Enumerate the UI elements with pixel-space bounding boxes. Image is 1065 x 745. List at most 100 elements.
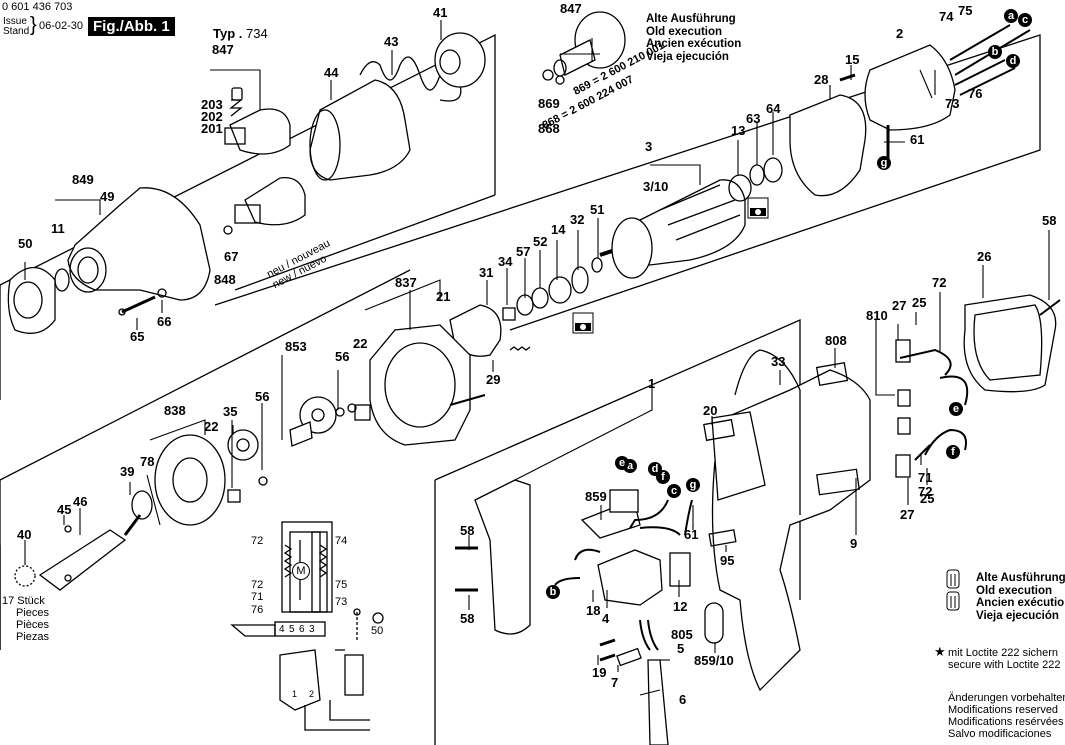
modifications-de: Änderungen vorbehalten bbox=[948, 692, 1065, 704]
callout-label: 39 bbox=[120, 464, 135, 479]
note-line-es: Vieja ejecución bbox=[976, 609, 1059, 622]
callout-label: 27 bbox=[900, 507, 915, 522]
note-line-de: Alte Ausführung bbox=[646, 13, 736, 25]
bearing-symbol-icon bbox=[572, 197, 769, 334]
wire-marker-f: f bbox=[656, 470, 670, 484]
callout-label: 43 bbox=[384, 34, 399, 49]
callout-label: 49 bbox=[100, 189, 115, 204]
callout-label: 12 bbox=[673, 599, 688, 614]
callout-label: 22 bbox=[204, 419, 219, 434]
pieces-fr: Pièces bbox=[16, 619, 50, 631]
schematic-label: 72 bbox=[251, 535, 264, 547]
callout-label: 73 bbox=[945, 96, 960, 111]
nose-housing bbox=[67, 187, 211, 301]
pieces-de: 17 Stück bbox=[2, 595, 45, 607]
group-frame-upper-right bbox=[234, 194, 496, 291]
brace: } bbox=[30, 14, 37, 36]
note-line-en: Old execution bbox=[646, 25, 723, 38]
callout-label: 46 bbox=[73, 494, 88, 509]
modifications-note: Änderungen vorbehalten Modifications res… bbox=[948, 692, 1065, 740]
stand-label: Stand bbox=[3, 26, 30, 37]
callout-label: 44 bbox=[324, 65, 339, 80]
terminal-label: 6 bbox=[299, 624, 305, 635]
callout-label: 71 bbox=[918, 470, 933, 485]
wire-marker-e: e bbox=[615, 456, 629, 470]
callout-label: 838 bbox=[164, 403, 186, 418]
callout-label: 64 bbox=[766, 101, 781, 116]
output-spindle bbox=[38, 529, 127, 591]
callout-label: 35 bbox=[223, 404, 238, 419]
callout-label: 1 bbox=[648, 376, 656, 391]
callout-label: 808 bbox=[825, 333, 847, 348]
note-line-es: Vieja ejecución bbox=[646, 50, 729, 63]
schematic-label: 50 bbox=[371, 625, 384, 637]
callout-label: 868 bbox=[538, 121, 560, 136]
type-line: Typ . 734 bbox=[213, 27, 268, 40]
note-line-de: Alte Ausführung bbox=[976, 572, 1065, 584]
callout-label: 57 bbox=[516, 244, 531, 259]
callout-label: 74 bbox=[939, 9, 954, 24]
loctite-note: mit Loctite 222 sichern secure with Loct… bbox=[948, 647, 1061, 671]
wire-marker-d: d bbox=[1006, 54, 1020, 68]
schematic-label: 71 bbox=[251, 591, 264, 603]
wire-marker-b: b bbox=[988, 45, 1002, 59]
handle-bow bbox=[734, 349, 801, 515]
callout-label: 859/10 bbox=[694, 653, 734, 668]
callout-label: 66 bbox=[157, 314, 172, 329]
callout-label: 3/10 bbox=[643, 179, 669, 194]
terminal-label: 3 bbox=[309, 624, 315, 635]
callout-label: 25 bbox=[920, 491, 935, 506]
part-number: 0 601 436 703 bbox=[2, 1, 73, 13]
callout-label: 21 bbox=[436, 289, 451, 304]
wire-marker-c: c bbox=[667, 484, 681, 498]
callout-label: 20 bbox=[703, 403, 718, 418]
pieces-note: 17 Stück Pieces Pièces Piezas bbox=[2, 595, 49, 643]
callout-label: 5 bbox=[677, 641, 685, 656]
type-value: 734 bbox=[246, 26, 268, 41]
ball-ring bbox=[14, 565, 36, 587]
type-label: Typ . bbox=[213, 26, 243, 41]
callout-label: 58 bbox=[460, 523, 475, 538]
callout-label: 11 bbox=[51, 221, 65, 236]
switch bbox=[597, 549, 663, 606]
wire-marker-f: f bbox=[946, 445, 960, 459]
callout-label: 859 bbox=[585, 489, 607, 504]
schematic-label: 74 bbox=[335, 535, 348, 547]
hammer-44 bbox=[309, 79, 411, 181]
wire-marker-g: g bbox=[686, 478, 700, 492]
callout-label: 25 bbox=[912, 295, 927, 310]
loctite-de: mit Loctite 222 sichern bbox=[948, 647, 1059, 659]
callout-label: 28 bbox=[814, 72, 829, 87]
modifications-fr: Modifications resérvées bbox=[948, 716, 1064, 728]
old-execution-symbol bbox=[946, 569, 960, 611]
gasket bbox=[704, 602, 724, 644]
callout-label: 2 bbox=[896, 26, 904, 41]
old-execution-note-top: Alte Ausführung Old execution Ancien exé… bbox=[646, 13, 741, 63]
callout-label: 201 bbox=[201, 121, 223, 136]
callout-label: 61 bbox=[910, 132, 925, 147]
wire-marker-c: c bbox=[1018, 13, 1032, 27]
callout-label: 72 bbox=[932, 275, 947, 290]
group-frame-middle bbox=[0, 269, 411, 650]
callout-label: 72 bbox=[918, 484, 933, 499]
power-cable bbox=[647, 659, 669, 745]
callout-label: 849 bbox=[72, 172, 94, 187]
callout-label: 9 bbox=[850, 536, 858, 551]
issue-label: Issue bbox=[3, 16, 27, 27]
ring-gear bbox=[154, 434, 226, 526]
callout-label: 32 bbox=[570, 212, 585, 227]
callout-label: 27 bbox=[892, 298, 907, 313]
schematic-label: 73 bbox=[335, 596, 348, 608]
nose-cap bbox=[7, 266, 56, 334]
pieces-en: Pieces bbox=[16, 607, 50, 619]
terminal-label: 5 bbox=[289, 624, 295, 635]
schematic-label: 75 bbox=[335, 579, 348, 591]
callout-label: 22 bbox=[353, 336, 368, 351]
callout-label: 853 bbox=[285, 339, 307, 354]
switch-cover bbox=[474, 479, 531, 635]
switch-terminal-label: 2 bbox=[309, 689, 315, 699]
callout-label: 34 bbox=[498, 254, 513, 269]
old-execution-note-bottom: Alte Ausführung Old execution Ancien exé… bbox=[976, 572, 1065, 622]
callout-label: 65 bbox=[130, 329, 145, 344]
